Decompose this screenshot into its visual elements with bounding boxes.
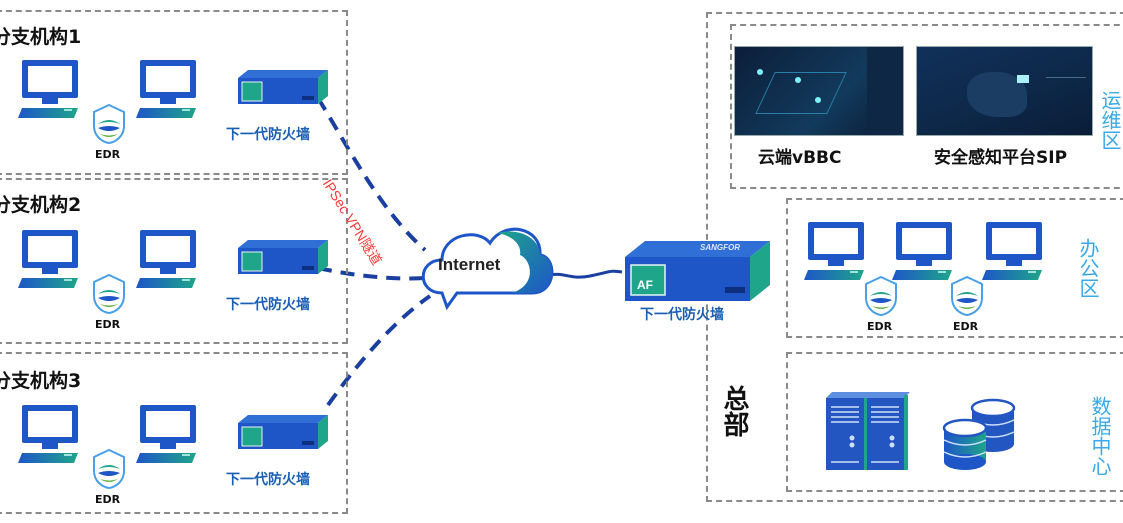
- office-computer-1: [804, 220, 868, 288]
- office-computer-3: [982, 220, 1046, 288]
- computer-icon: [892, 222, 952, 280]
- computer-icon: [804, 222, 864, 280]
- branch-3-computer-1: [18, 403, 82, 471]
- branch-2-zone: [0, 178, 348, 344]
- computer-icon: [18, 60, 78, 118]
- branch-2-firewall-label: 下一代防火墙: [226, 297, 310, 313]
- internet-link-hq: [547, 269, 623, 279]
- vpn-link-branch2: [317, 266, 426, 281]
- vpn-link-branch3: [326, 294, 432, 407]
- branch-2-firewall: [234, 236, 330, 282]
- branch-1-firewall-label: 下一代防火墙: [226, 127, 310, 143]
- headquarters-label: 总部: [719, 385, 749, 437]
- computer-icon: [18, 230, 78, 288]
- edr-shield-icon: [93, 273, 125, 315]
- office-zone-label: 办公区: [1076, 238, 1100, 298]
- branch-3-edr: [92, 448, 126, 493]
- branch-1-edr: [92, 103, 126, 148]
- firewall-icon: [238, 415, 328, 449]
- branch-3-firewall: [234, 411, 330, 457]
- edr-shield-icon: [951, 275, 983, 317]
- branch-3-edr-label: EDR: [95, 493, 121, 506]
- firewall-icon: [238, 70, 328, 104]
- computer-icon: [136, 230, 196, 288]
- hq-firewall-badge: AF: [637, 278, 653, 292]
- branch-2-edr-label: EDR: [95, 318, 121, 331]
- vbbc-screenshot: [734, 46, 904, 136]
- edr-shield-icon: [865, 275, 897, 317]
- branch-3-zone: [0, 352, 348, 514]
- branch-1-zone: [0, 10, 348, 175]
- office-edr-1: [864, 275, 898, 320]
- branch-2-edr: [92, 273, 126, 318]
- computer-icon: [136, 405, 196, 463]
- branch-3-firewall-label: 下一代防火墙: [226, 472, 310, 488]
- office-edr-label-2: EDR: [953, 320, 979, 333]
- office-edr-2: [950, 275, 984, 320]
- branch-1-title: 分支机构1: [0, 26, 82, 48]
- firewall-icon: [238, 240, 328, 274]
- branch-2-computer-1: [18, 228, 82, 296]
- office-zone: [786, 198, 1123, 338]
- branch-3-title: 分支机构3: [0, 370, 82, 392]
- vpn-link-branch1: [316, 96, 427, 252]
- branch-1-computer-1: [18, 58, 82, 126]
- branch-2-computer-2: [136, 228, 200, 296]
- computer-icon: [982, 222, 1042, 280]
- hq-firewall-label: 下一代防火墙: [640, 307, 724, 323]
- ops-zone-label: 运维区: [1098, 90, 1122, 150]
- ops-zone: [730, 24, 1123, 189]
- branch-1-firewall: [234, 66, 330, 112]
- internet-cloud-icon: [421, 227, 554, 311]
- vbbc-label: 云端vBBC: [758, 148, 842, 168]
- database-icon: [942, 398, 1016, 470]
- computer-icon: [18, 405, 78, 463]
- hq-firewall-icon: [625, 241, 770, 301]
- branch-1-computer-2: [136, 58, 200, 126]
- datacenter-zone: [786, 352, 1123, 492]
- hq-firewall-brand: SANGFOR: [700, 243, 740, 252]
- sip-label: 安全感知平台SIP: [934, 148, 1068, 168]
- internet-label: Internet: [438, 255, 501, 274]
- branch-3-computer-2: [136, 403, 200, 471]
- datacenter-zone-label: 数据中心: [1088, 396, 1112, 476]
- computer-icon: [136, 60, 196, 118]
- branch-1-edr-label: EDR: [95, 148, 121, 161]
- branch-2-title: 分支机构2: [0, 194, 82, 216]
- server-rack-icon: [826, 392, 910, 470]
- edr-shield-icon: [93, 103, 125, 145]
- sip-screenshot: [916, 46, 1093, 136]
- office-computer-2: [892, 220, 956, 288]
- office-edr-label-1: EDR: [867, 320, 893, 333]
- edr-shield-icon: [93, 448, 125, 490]
